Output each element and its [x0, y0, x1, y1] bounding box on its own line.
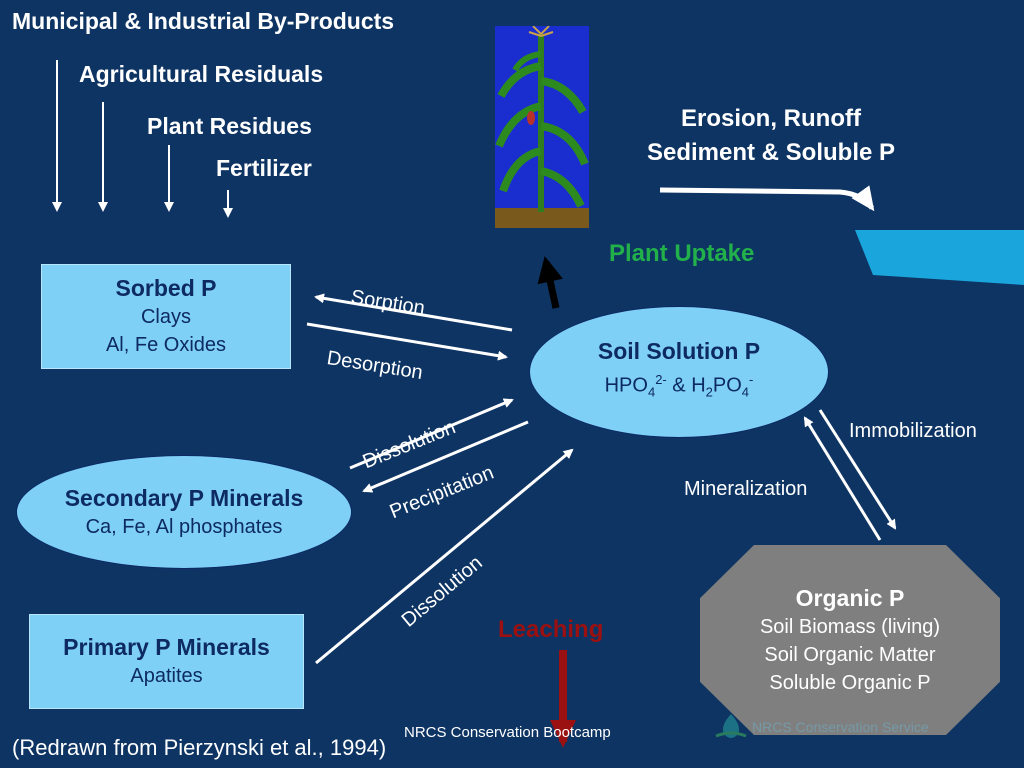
primary-p-title: Primary P Minerals [63, 634, 270, 660]
erosion-arrow [659, 185, 875, 212]
nrcs-logo-icon [715, 714, 747, 738]
bootcamp-footer: NRCS Conservation Bootcamp [404, 724, 611, 741]
water-shape [855, 230, 1024, 285]
plant-uptake-label: Plant Uptake [609, 240, 755, 267]
primary-p-box: Primary P Minerals Apatites [29, 614, 304, 709]
primary-p-line1: Apatites [130, 665, 203, 687]
secondary-p-line1: Ca, Fe, Al phosphates [85, 515, 283, 538]
source-agricultural: Agricultural Residuals [79, 61, 324, 87]
erosion-line-1: Erosion, Runoff [681, 105, 861, 132]
sorbed-p-title: Sorbed P [115, 275, 217, 301]
organic-p-line3: Soluble Organic P [769, 671, 931, 694]
nrcs-logo: NRCS Conservation Service [714, 712, 954, 742]
desorption-arrow [306, 322, 508, 361]
erosion-line-2: Sediment & Soluble P [646, 139, 896, 166]
organic-p-line1: Soil Biomass (living) [759, 615, 941, 638]
organic-p-title: Organic P [795, 584, 905, 611]
sorption-arrow [314, 293, 513, 332]
soil-solution-oval: Soil Solution P HPO42- & H2PO4- [529, 306, 829, 438]
mineralization-arrow [803, 416, 882, 541]
nrcs-logo-text: NRCS Conservation Service [752, 719, 929, 735]
organic-p-octagon: Organic P Soil Biomass (living) Soil Org… [700, 545, 1000, 735]
secondary-p-oval: Secondary P Minerals Ca, Fe, Al phosphat… [16, 455, 352, 569]
erosion-label: Erosion, Runoff Sediment & Soluble P [606, 102, 936, 170]
sorbed-p-box: Sorbed P Clays Al, Fe Oxides [41, 264, 291, 369]
sorbed-p-line1: Clays [140, 306, 191, 328]
source-municipal: Municipal & Industrial By-Products [12, 8, 395, 34]
sorbed-p-line2: Al, Fe Oxides [105, 334, 227, 356]
soil-solution-formula: HPO42- & H2PO4- [604, 372, 754, 400]
citation-text: (Redrawn from Pierzynski et al., 1994) [12, 735, 387, 760]
soil-solution-title: Soil Solution P [597, 338, 761, 365]
dissolution-arrow-1 [349, 398, 514, 470]
corn-plant-image [495, 25, 589, 228]
immobilization-label: Immobilization [849, 420, 977, 442]
source-plant-residues: Plant Residues [147, 113, 312, 139]
source-fertilizer: Fertilizer [216, 155, 312, 181]
plant-uptake-arrow [537, 256, 563, 309]
mineralization-label: Mineralization [684, 478, 808, 500]
dissolution-arrow-2 [315, 448, 574, 665]
secondary-p-title: Secondary P Minerals [64, 484, 304, 511]
leaching-label: Leaching [498, 616, 604, 643]
immobilization-arrow [818, 409, 897, 530]
organic-p-line2: Soil Organic Matter [764, 643, 936, 666]
precipitation-arrow [362, 420, 529, 493]
